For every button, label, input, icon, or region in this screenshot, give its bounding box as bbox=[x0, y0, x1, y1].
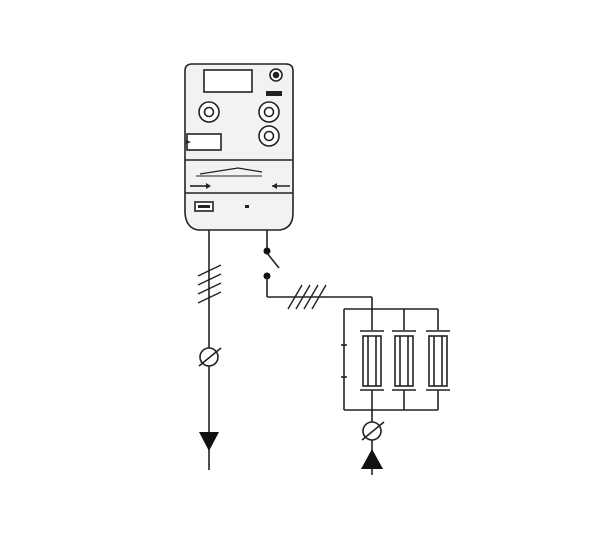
terminal-right-bottom-icon bbox=[258, 125, 280, 147]
fuse-icon bbox=[392, 309, 416, 410]
triple-slash-icon bbox=[287, 284, 327, 310]
arrow-up-icon bbox=[361, 449, 383, 469]
arrow-down-icon bbox=[199, 432, 219, 451]
terminal-left-inner-icon bbox=[203, 106, 215, 118]
terminal-right-bottom-inner-icon bbox=[263, 130, 275, 142]
meter-display bbox=[203, 69, 253, 93]
terminal-right-top-inner-icon bbox=[263, 106, 275, 118]
terminal-right-top-icon bbox=[258, 101, 280, 123]
circle-slash-icon bbox=[198, 347, 222, 367]
feeder-line bbox=[267, 284, 373, 310]
switch-blade bbox=[266, 252, 280, 269]
fuse-icon bbox=[426, 330, 450, 391]
meter-indicator-icon bbox=[266, 91, 282, 96]
meter-icon bbox=[184, 63, 294, 231]
meter-dot-icon bbox=[245, 205, 249, 208]
fuse-icon bbox=[360, 309, 384, 410]
triple-slash-icon bbox=[197, 264, 222, 304]
terminal-left-icon bbox=[198, 101, 220, 123]
meter-right-arrow-icon bbox=[272, 183, 277, 189]
switch-contact-top-icon bbox=[263, 247, 271, 255]
meter-small-box-inner-icon bbox=[198, 205, 210, 208]
switch-icon bbox=[263, 230, 280, 297]
left-feed bbox=[197, 230, 222, 470]
meter-knob-center-icon bbox=[272, 71, 280, 79]
meter-label-arrow-icon bbox=[186, 140, 191, 144]
fuse-block bbox=[341, 308, 450, 411]
meter-scale-line bbox=[199, 167, 263, 175]
meter-left-arrow-icon bbox=[206, 183, 211, 189]
meter-label-box bbox=[186, 133, 222, 151]
right-output bbox=[361, 410, 385, 475]
circle-slash-icon bbox=[361, 421, 385, 441]
